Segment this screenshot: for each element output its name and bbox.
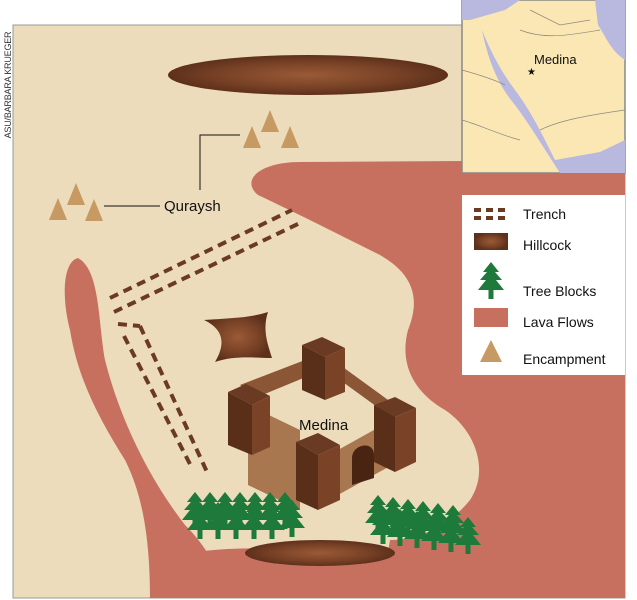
legend-label-trench: Trench	[523, 206, 566, 222]
hillcock-south	[245, 540, 395, 566]
trench	[109, 208, 303, 473]
quraysh-label: Quraysh	[164, 198, 221, 215]
legend-label-encampment: Encampment	[523, 351, 606, 367]
lava-flow-south	[150, 548, 470, 598]
encampment-icon	[480, 340, 502, 362]
inset-locator-map: ★ Medina	[461, 0, 626, 174]
trench-icon	[474, 208, 505, 220]
hillcock-north	[168, 55, 448, 95]
legend-label-lava-flows: Lava Flows	[523, 314, 594, 330]
legend-label-hillcock: Hillcock	[523, 237, 572, 253]
legend: Trench Hillcock Tree Blocks Lava Flows E…	[462, 195, 625, 375]
medina-fort: Medina	[228, 337, 416, 510]
legend-label-tree-blocks: Tree Blocks	[523, 283, 596, 299]
inset-medina-label: Medina	[534, 52, 577, 67]
lava-flow-icon	[474, 308, 508, 327]
hillcock-icon	[474, 233, 508, 250]
hillcock-central	[204, 312, 272, 362]
inset-medina-star-icon: ★	[527, 67, 536, 78]
medina-label: Medina	[299, 417, 349, 434]
quraysh-leader-line	[104, 134, 240, 207]
